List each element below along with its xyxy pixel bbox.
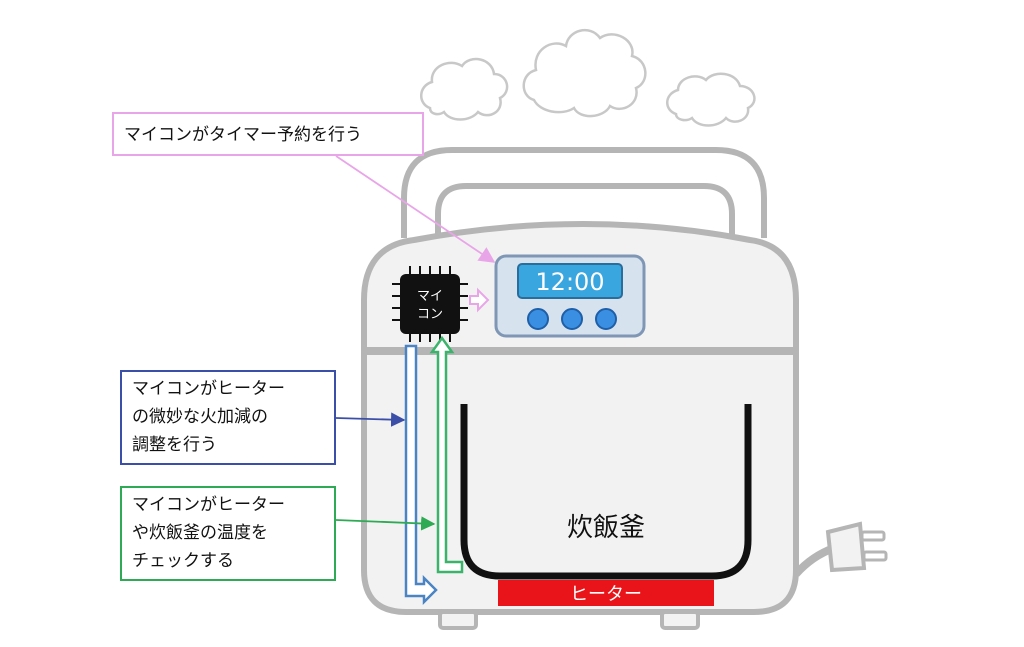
heater-bar xyxy=(498,580,714,606)
chip-to-display-arrow xyxy=(469,287,490,313)
temp-check-callout-line-3: チェックする xyxy=(132,551,234,571)
heat-callout-pointer xyxy=(335,412,406,427)
control-panel: 12:00 xyxy=(494,254,646,338)
plug-prong-bottom xyxy=(862,550,888,562)
steam-cloud-left xyxy=(420,57,509,121)
inner-pot xyxy=(460,404,752,580)
microcontroller-chip: マイ コン xyxy=(392,266,468,342)
panel-button-2[interactable] xyxy=(561,308,583,330)
timer-callout-pointer xyxy=(335,155,496,263)
steam-cloud-right xyxy=(666,72,756,127)
temp-check-callout-line-1: マイコンがヒーター xyxy=(132,495,285,515)
panel-button-1[interactable] xyxy=(527,308,549,330)
temp-callout-pointer xyxy=(335,516,436,531)
chip-label-line1: マイ xyxy=(417,289,443,304)
foot-right xyxy=(660,610,700,630)
pot-label: 炊飯釜 xyxy=(567,513,645,543)
plug-body xyxy=(825,521,867,573)
foot-left xyxy=(438,610,478,630)
temp-check-callout-line-2: や炊飯釜の温度を xyxy=(132,523,268,543)
heat-control-callout-line-2: の微妙な火加減の xyxy=(132,407,268,427)
power-plug xyxy=(793,521,888,577)
cooker-body xyxy=(361,349,799,615)
heat-control-flow-arrow xyxy=(404,344,438,606)
plug-prong-top xyxy=(860,530,886,542)
temp-check-callout: マイコンがヒーター や炊飯釜の温度を チェックする xyxy=(120,486,336,581)
panel-button-3[interactable] xyxy=(595,308,617,330)
steam-clouds xyxy=(420,28,756,127)
handle xyxy=(401,147,767,238)
heat-control-callout-line-1: マイコンがヒーター xyxy=(132,379,285,399)
timer-callout-text: マイコンがタイマー予約を行う xyxy=(124,125,362,145)
chip-body xyxy=(400,274,460,334)
steam-cloud-center xyxy=(522,28,647,118)
temp-check-flow-arrow xyxy=(429,335,464,574)
heat-control-callout: マイコンがヒーター の微妙な火加減の 調整を行う xyxy=(120,370,336,465)
display-time: 12:00 xyxy=(535,268,604,296)
chip-pins xyxy=(392,266,468,342)
heater-label: ヒーター xyxy=(570,584,642,605)
display-screen xyxy=(517,263,623,299)
timer-callout: マイコンがタイマー予約を行う xyxy=(112,112,424,156)
heat-control-callout-line-3: 調整を行う xyxy=(132,435,217,455)
chip-label-line2: コン xyxy=(417,307,443,322)
